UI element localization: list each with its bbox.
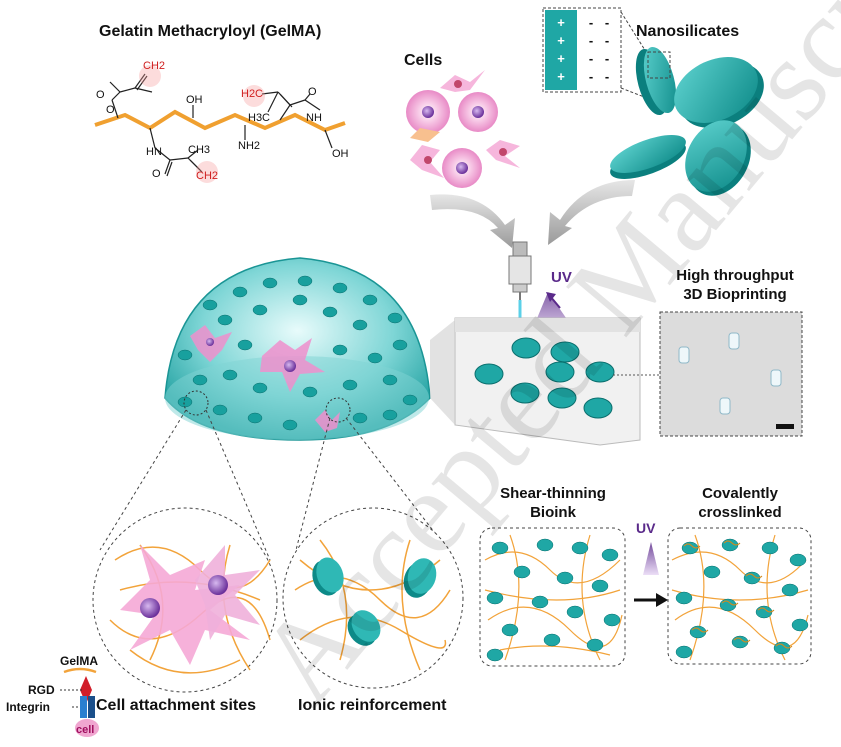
chem-ch3: CH3 xyxy=(188,144,211,156)
gelatin-backbone xyxy=(94,109,346,133)
bioprint-photo xyxy=(659,311,803,437)
chem-o-2: O xyxy=(106,104,115,116)
chem-o-3: O xyxy=(308,86,317,98)
legend-integrin-label: Integrin xyxy=(6,700,50,714)
chem-ch2-2: CH2 xyxy=(196,170,219,182)
uv-arrow xyxy=(634,542,668,607)
svg-text:-: - xyxy=(605,15,609,30)
legend-rgd-label: RGD xyxy=(28,683,55,697)
crosslinked-box xyxy=(667,527,812,665)
chem-nh: NH xyxy=(306,112,322,124)
crosslinked-title: Covalently crosslinked xyxy=(665,484,815,522)
bioink-label: Bioink xyxy=(530,504,576,521)
legend-gelma-label: GelMA xyxy=(60,654,99,668)
gelma-title: Gelatin Methacryloyl (GelMA) xyxy=(99,23,322,40)
nanosilicates-label: Nanosilicates xyxy=(636,23,740,40)
svg-text:-: - xyxy=(589,15,593,30)
crosslinked-label: crosslinked xyxy=(698,504,782,521)
attachment-legend xyxy=(60,667,99,737)
svg-text:-: - xyxy=(589,51,593,66)
svg-text:-: - xyxy=(589,33,593,48)
cells-label: Cells xyxy=(404,52,443,69)
chem-oh-2: OH xyxy=(332,148,349,160)
chem-nh2: NH2 xyxy=(238,140,261,152)
chem-o-1: O xyxy=(96,89,105,101)
cell-attachment-label: Cell attachment sites xyxy=(96,697,257,714)
high-throughput-label: High throughput xyxy=(676,267,794,284)
nanosilicate-discs xyxy=(610,46,764,196)
svg-text:+: + xyxy=(557,51,565,66)
covalently-label: Covalently xyxy=(702,485,778,502)
zoom-circle-ionic xyxy=(282,507,464,689)
chem-ch2-1: CH2 xyxy=(143,60,166,72)
svg-text:+: + xyxy=(557,15,565,30)
svg-text:-: - xyxy=(605,69,609,84)
chem-oh-1: OH xyxy=(186,94,203,106)
legend-cell-label: cell xyxy=(76,724,95,736)
well-plate xyxy=(454,317,660,446)
bioink-title: Shear-thinning Bioink xyxy=(478,484,628,522)
chem-h2c: H2C xyxy=(241,88,264,100)
ionic-reinforcement-label: Ionic reinforcement xyxy=(298,697,447,714)
bioprinting-title: High throughput 3D Bioprinting xyxy=(660,266,810,304)
hydrogel-dome xyxy=(164,257,431,441)
3d-bioprinting-label: 3D Bioprinting xyxy=(683,286,787,303)
cells-cluster xyxy=(406,70,520,188)
chem-hn: HN xyxy=(146,146,162,158)
svg-text:+: + xyxy=(557,69,565,84)
projection-wedge xyxy=(430,320,455,425)
shear-thinning-label: Shear-thinning xyxy=(500,485,606,502)
zoom-circle-cells xyxy=(92,507,278,693)
bioink-box xyxy=(479,527,626,667)
input-arrows xyxy=(430,180,635,248)
svg-text:-: - xyxy=(589,69,593,84)
methacryloyl-highlights xyxy=(139,65,265,183)
chem-h3c: H3C xyxy=(248,112,271,124)
svg-text:+: + xyxy=(557,33,565,48)
svg-text:-: - xyxy=(605,33,609,48)
svg-text:-: - xyxy=(605,51,609,66)
uv-label-top: UV xyxy=(551,269,572,286)
gelma-structure xyxy=(94,73,346,177)
uv-label-bottom: UV xyxy=(636,520,656,536)
chem-o-4: O xyxy=(152,168,161,180)
nanosilicate-charge-panel: ++++ -- -- -- -- xyxy=(542,7,653,101)
